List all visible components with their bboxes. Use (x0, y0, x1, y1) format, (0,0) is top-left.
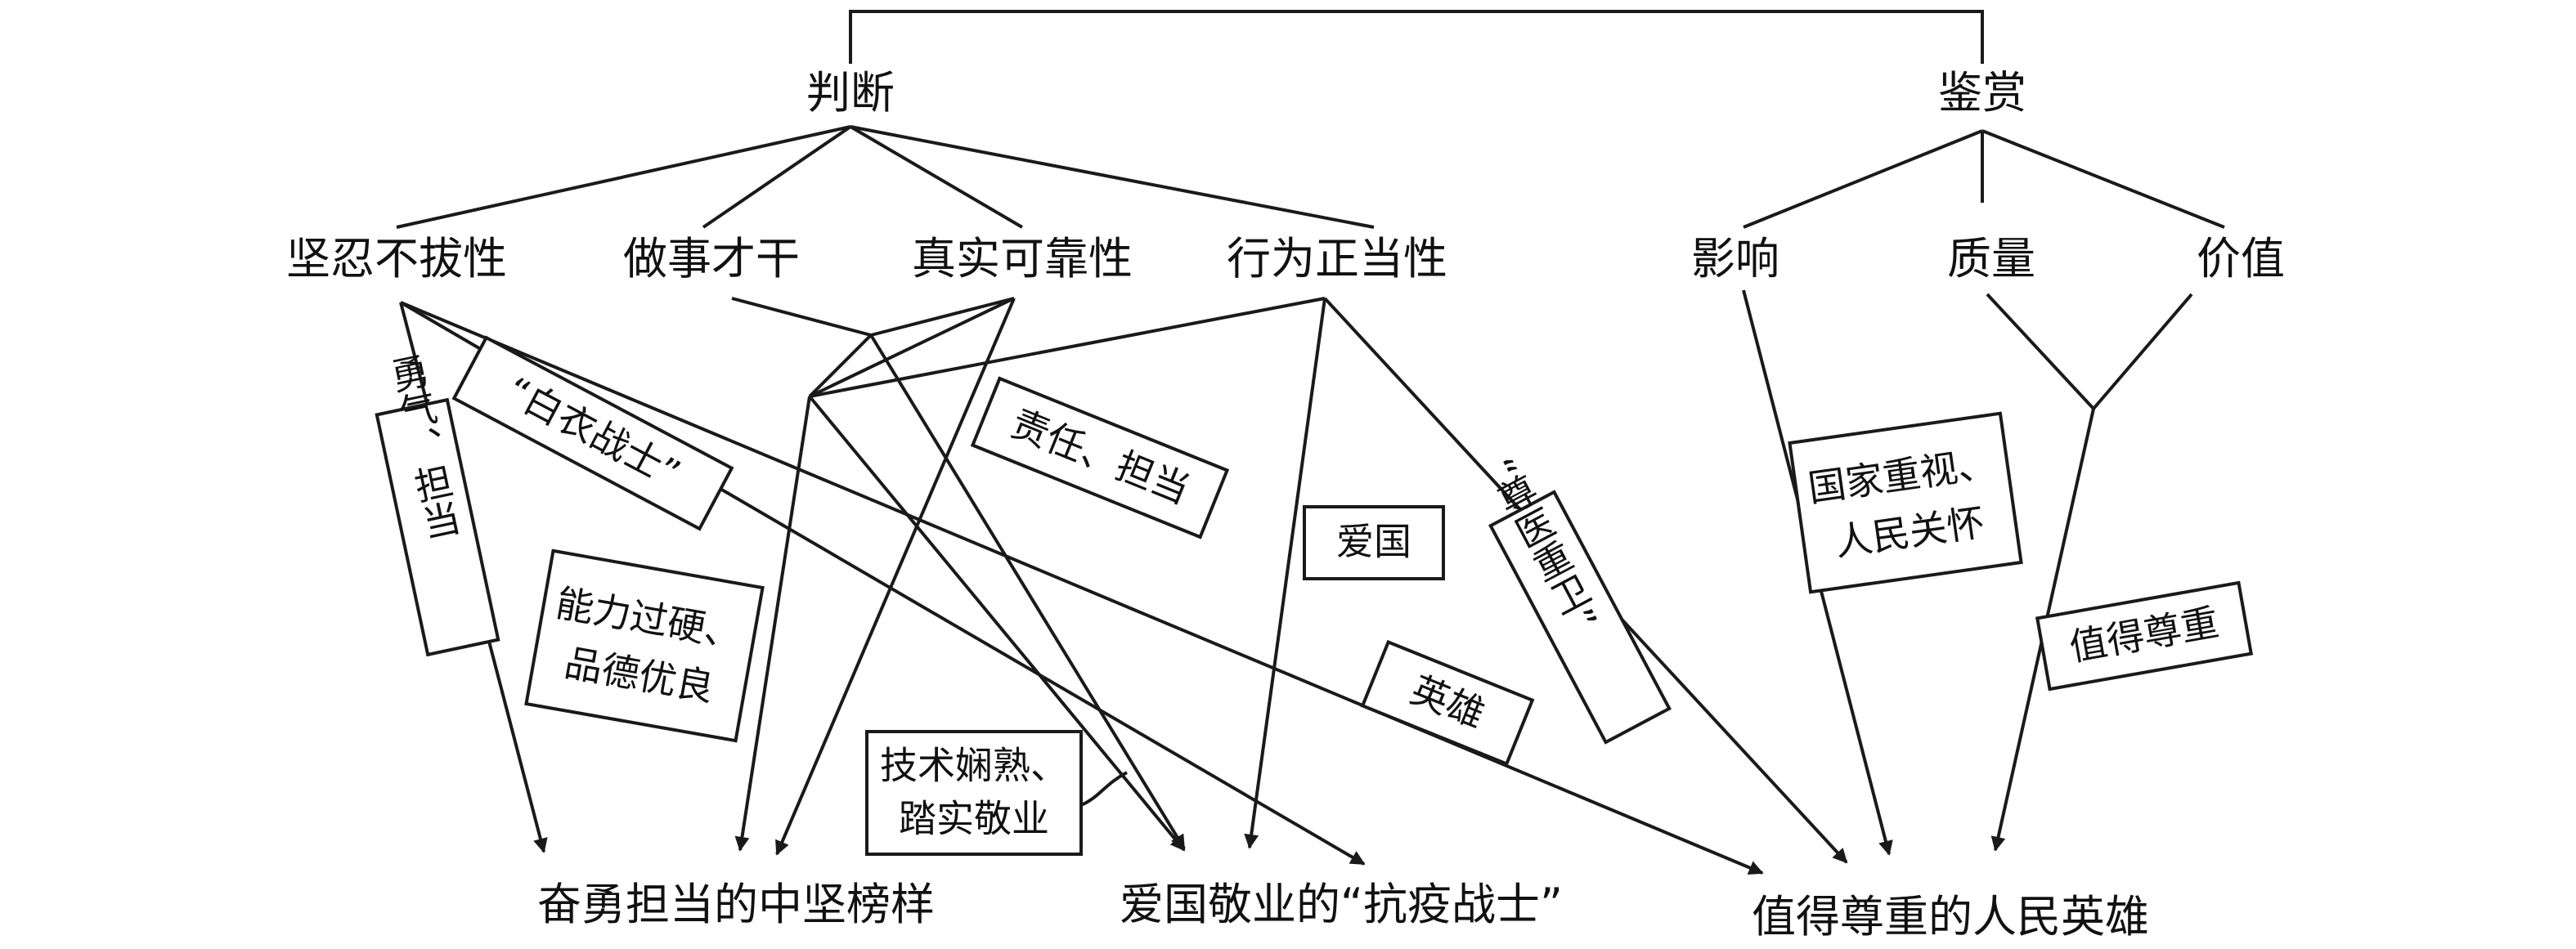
item-capacity: 做事才干 (623, 233, 800, 284)
target-fighters: 爱国敬业的“抗疫战士” (1120, 879, 1563, 930)
target-backbone: 奋勇担当的中坚榜样 (537, 879, 935, 930)
target-heroes: 值得尊重的人民英雄 (1752, 891, 2149, 942)
svg-text:踏实敬业: 踏实敬业 (899, 797, 1049, 841)
svg-text:技术娴熟、: 技术娴熟、 (880, 744, 1068, 788)
item-veracity: 真实可靠性 (912, 233, 1133, 284)
item-tenacity: 坚忍不拔性 (286, 233, 507, 284)
label-respected: 值得尊重 (2035, 580, 2254, 692)
top-bracket (849, 10, 1984, 64)
label-skill: 技术娴熟、 踏实敬业 (865, 730, 1128, 856)
category-judgement: 判断 (806, 67, 895, 119)
item-quality: 质量 (1947, 233, 2035, 284)
category-appreciation: 鉴赏 (1938, 67, 2026, 119)
appreciation-branches (1743, 129, 2225, 229)
judgement-branches (396, 125, 1375, 229)
item-valuation: 价值 (2197, 233, 2285, 284)
item-impact: 影响 (1691, 233, 1779, 284)
label-responsibility: 责任、担当 (970, 376, 1230, 539)
label-ability: 能力过硬、 品德优良 (524, 548, 765, 743)
label-patriotism: 爱国 (1303, 505, 1445, 580)
item-propriety: 行为正当性 (1227, 233, 1447, 284)
merge-lines (731, 293, 2193, 410)
label-hero: 英雄 (1360, 639, 1535, 767)
label-national: 国家重视、 人民关怀 (1788, 411, 2023, 594)
svg-text:爱国: 爱国 (1336, 520, 1411, 564)
label-white-coat: “白衣战士” (451, 335, 734, 531)
